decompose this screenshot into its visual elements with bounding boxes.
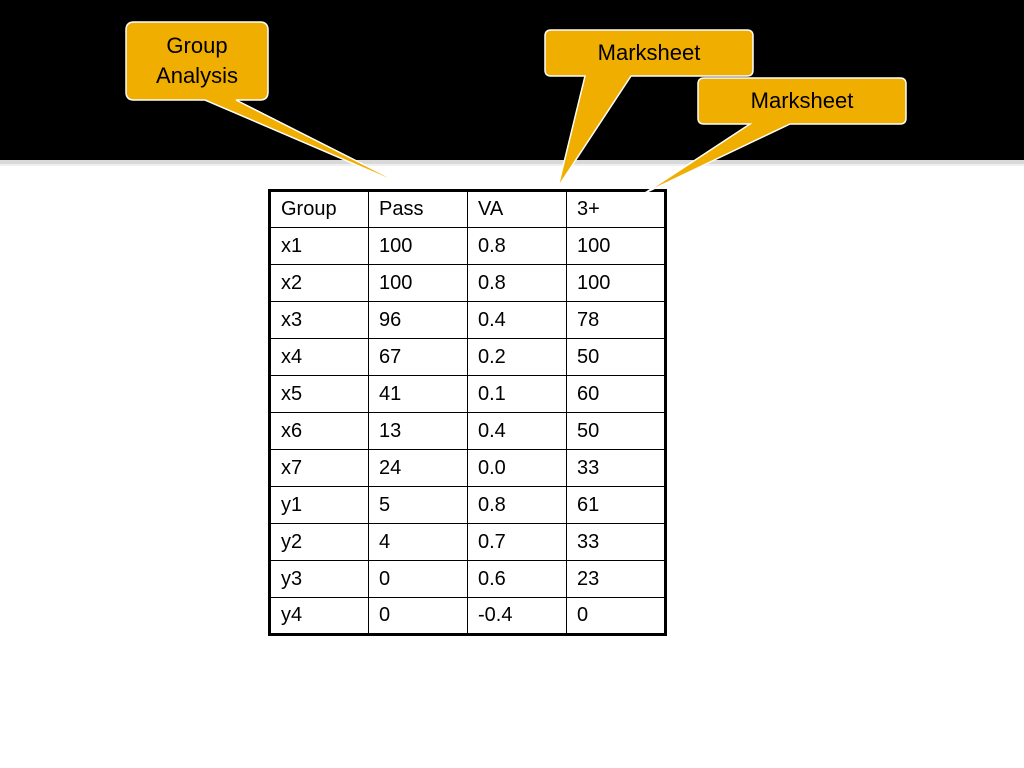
- cell-pass: 100: [368, 264, 468, 302]
- cell-three-plus: 33: [566, 523, 666, 561]
- cell-pass: 41: [368, 375, 468, 413]
- callout-marksheet-2-label: Marksheet: [750, 88, 854, 113]
- cell-pass: Pass: [368, 190, 468, 228]
- cell-pass: 67: [368, 338, 468, 376]
- cell-group: x2: [269, 264, 369, 302]
- callout-marksheet-2: Marksheet: [698, 78, 906, 124]
- cell-va: 0.4: [467, 301, 567, 339]
- cell-group: x7: [269, 449, 369, 487]
- cell-pass: 4: [368, 523, 468, 561]
- cell-group: x1: [269, 227, 369, 265]
- cell-three-plus: 61: [566, 486, 666, 524]
- cell-three-plus: 33: [566, 449, 666, 487]
- cell-va: 0.1: [467, 375, 567, 413]
- cell-va: VA: [467, 190, 567, 228]
- header-divider-shadow: [0, 164, 1024, 166]
- cell-three-plus: 100: [566, 227, 666, 265]
- callout-group-analysis: Group Analysis: [126, 22, 268, 100]
- cell-va: 0.6: [467, 560, 567, 598]
- cell-va: 0.7: [467, 523, 567, 561]
- callout-marksheet-1-label: Marksheet: [597, 40, 701, 65]
- cell-va: 0.0: [467, 449, 567, 487]
- cell-three-plus: 50: [566, 412, 666, 450]
- cell-group: y1: [269, 486, 369, 524]
- cell-three-plus: 0: [566, 597, 666, 635]
- cell-group: y2: [269, 523, 369, 561]
- cell-pass: 96: [368, 301, 468, 339]
- cell-group: x6: [269, 412, 369, 450]
- cell-va: 0.8: [467, 486, 567, 524]
- cell-three-plus: 78: [566, 301, 666, 339]
- cell-group: Group: [269, 190, 369, 228]
- cell-three-plus: 23: [566, 560, 666, 598]
- cell-group: y3: [269, 560, 369, 598]
- cell-va: 0.4: [467, 412, 567, 450]
- cell-three-plus: 3+: [566, 190, 666, 228]
- cell-va: 0.8: [467, 264, 567, 302]
- cell-pass: 0: [368, 560, 468, 598]
- header-divider: [0, 160, 1024, 164]
- cell-three-plus: 50: [566, 338, 666, 376]
- cell-group: x4: [269, 338, 369, 376]
- cell-pass: 0: [368, 597, 468, 635]
- cell-va: -0.4: [467, 597, 567, 635]
- cell-group: y4: [269, 597, 369, 635]
- cell-va: 0.8: [467, 227, 567, 265]
- cell-va: 0.2: [467, 338, 567, 376]
- cell-three-plus: 100: [566, 264, 666, 302]
- cell-pass: 24: [368, 449, 468, 487]
- cell-pass: 5: [368, 486, 468, 524]
- cell-three-plus: 60: [566, 375, 666, 413]
- cell-group: x3: [269, 301, 369, 339]
- cell-pass: 100: [368, 227, 468, 265]
- cell-pass: 13: [368, 412, 468, 450]
- callout-group-analysis-label: Group Analysis: [156, 33, 238, 88]
- callout-marksheet-1: Marksheet: [545, 30, 753, 76]
- cell-group: x5: [269, 375, 369, 413]
